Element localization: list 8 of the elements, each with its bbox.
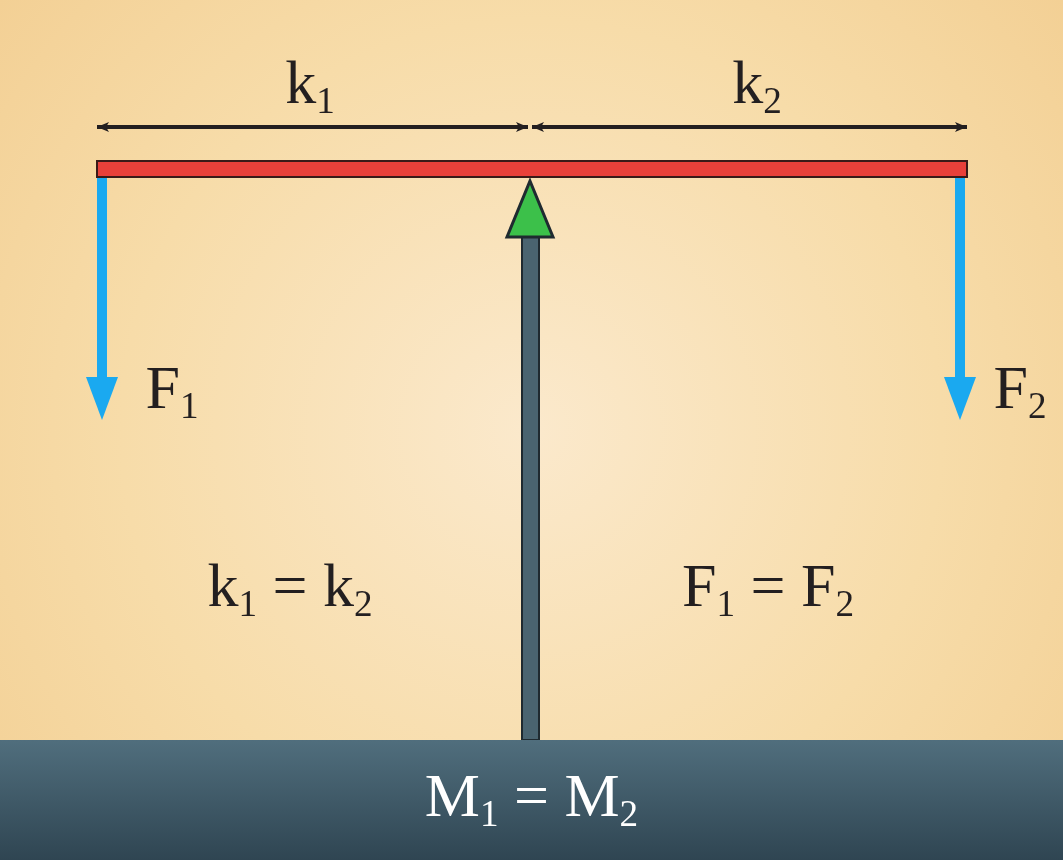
equation-text: M$_{1}$ = M$_{2}$	[424, 764, 639, 832]
equation-text: k$_{1}$ = k$_{2}$	[207, 554, 373, 622]
force-label: F$_{2}$	[993, 356, 1047, 424]
ground-band	[0, 740, 1063, 860]
dimension-label: k$_{2}$	[732, 51, 782, 119]
dimension-label: k$_{1}$	[285, 51, 335, 119]
equation-text: F$_{1}$ = F$_{2}$	[681, 554, 855, 622]
force-label: F$_{1}$	[145, 356, 199, 424]
